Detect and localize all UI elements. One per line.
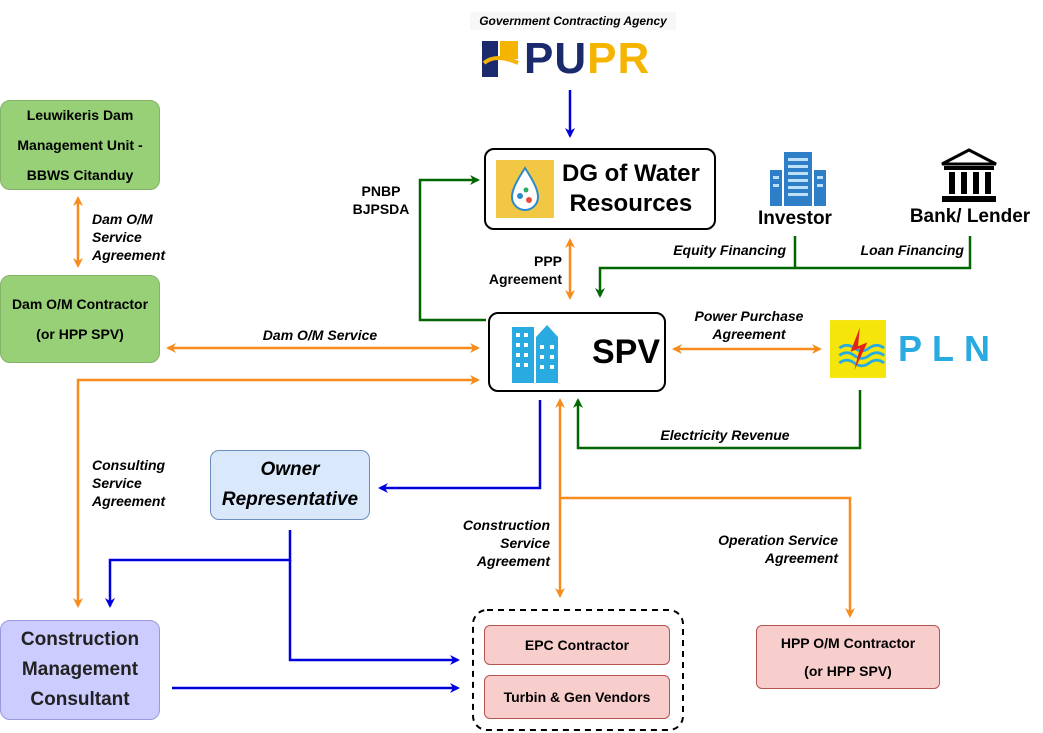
cmc-line3: Consultant xyxy=(30,689,130,710)
edge-elec-revenue xyxy=(573,390,862,450)
hpp-om-contractor-box[interactable]: HPP O/M Contractor (or HPP SPV) xyxy=(756,625,940,689)
pnbp-line1: PNBP xyxy=(361,183,401,199)
equity-financing-label: Equity Financing xyxy=(673,242,786,258)
electricity-revenue-label: Electricity Revenue xyxy=(660,427,790,443)
dam-om-service-label: Dam O/M Service xyxy=(262,327,378,343)
ppa-label: Power Purchase Agreement xyxy=(674,307,824,343)
construction-line3: Agreement xyxy=(476,553,550,569)
consulting-line1: Consulting xyxy=(92,457,166,473)
owner-rep-line1: Owner xyxy=(260,459,320,480)
building-icon xyxy=(512,325,558,383)
ppa-line2: Agreement xyxy=(712,326,786,342)
operation-line1: Operation Service xyxy=(718,532,838,548)
dam-om-line1: Dam O/M Contractor xyxy=(11,296,149,312)
dg-label: DG of Water Resources xyxy=(562,159,700,219)
edge-consulting xyxy=(73,375,480,608)
consulting-line2: Service xyxy=(92,475,142,491)
dg-line2: Resources xyxy=(569,190,693,217)
pln-logo-icon xyxy=(830,320,886,378)
cmc-line1: Construction xyxy=(20,629,140,650)
edge-owner-cmc xyxy=(105,530,292,608)
construction-line1: Construction xyxy=(462,517,550,533)
water-drop-icon xyxy=(496,160,554,218)
epc-contractor-box[interactable]: EPC Contractor xyxy=(484,625,670,665)
investor-label: Investor xyxy=(758,208,832,229)
pnbp-line2: BJPSDA xyxy=(352,201,410,217)
edge-spv-owner xyxy=(378,400,542,493)
leuwikeris-box[interactable]: Leuwikeris Dam Management Unit - BBWS Ci… xyxy=(0,100,160,190)
dam-om-sa-line3: Agreement xyxy=(92,247,166,263)
owner-representative-box[interactable]: Owner Representative xyxy=(210,450,370,520)
turbin-label: Turbin & Gen Vendors xyxy=(503,689,651,705)
edge-lender xyxy=(595,236,972,298)
leuwikeris-line1: Leuwikeris Dam xyxy=(26,107,134,123)
ppp-agreement-label: PPP Agreement xyxy=(470,252,562,288)
pupr-mark-icon xyxy=(482,41,519,77)
edge-pnbp xyxy=(418,175,486,322)
edge-owner-epc xyxy=(288,560,460,665)
consulting-line3: Agreement xyxy=(92,493,166,509)
hpp-om-line1: HPP O/M Contractor xyxy=(780,635,916,651)
bank-label: Bank/ Lender xyxy=(909,206,1031,227)
ppa-line1: Power Purchase xyxy=(694,308,804,324)
dam-om-line2: (or HPP SPV) xyxy=(36,326,124,342)
ppp-line1: PPP xyxy=(533,253,562,269)
construction-sa-label: Construction Service Agreement xyxy=(430,516,550,570)
turbin-gen-vendors-box[interactable]: Turbin & Gen Vendors xyxy=(484,675,670,719)
spv-box[interactable]: SPV xyxy=(488,312,666,392)
owner-rep-line2: Representative xyxy=(221,489,359,510)
leuwikeris-line2: Management Unit - xyxy=(17,137,143,153)
ppp-line2: Agreement xyxy=(488,271,562,287)
pnbp-label: PNBP BJPSDA xyxy=(346,182,416,218)
dg-line1: DG of Water xyxy=(562,160,700,187)
consulting-sa-label: Consulting Service Agreement xyxy=(92,456,202,510)
construction-line2: Service xyxy=(500,535,550,551)
pln-logo: PLN xyxy=(830,318,1000,380)
spv-label: SPV xyxy=(592,332,661,371)
operation-line2: Agreement xyxy=(764,550,838,566)
investor-building-icon xyxy=(770,152,826,206)
construction-management-consultant-box[interactable]: Construction Management Consultant xyxy=(0,620,160,720)
pupr-pr-text: PR xyxy=(587,34,651,83)
pupr-pu-text: PU xyxy=(524,34,588,83)
pupr-logo: PU PR xyxy=(480,34,680,84)
leuwikeris-line3: BBWS Citanduy xyxy=(26,167,134,183)
dam-om-sa-label: Dam O/M Service Agreement xyxy=(92,210,202,264)
contractor-group-border xyxy=(472,609,684,731)
loan-financing-label: Loan Financing xyxy=(860,242,964,258)
epc-label: EPC Contractor xyxy=(524,637,630,653)
bank-icon xyxy=(941,148,997,202)
dam-om-sa-line2: Service xyxy=(92,229,142,245)
dg-water-resources-box[interactable]: DG of Water Resources xyxy=(484,148,716,230)
cmc-line2: Management xyxy=(21,659,139,680)
operation-sa-label: Operation Service Agreement xyxy=(690,531,838,567)
pln-label: PLN xyxy=(898,328,1000,369)
dam-om-sa-line1: Dam O/M xyxy=(92,211,153,227)
pupr-caption: Government Contracting Agency xyxy=(470,12,676,30)
hpp-om-line2: (or HPP SPV) xyxy=(804,663,892,679)
edge-operation xyxy=(560,496,855,618)
dam-om-contractor-box[interactable]: Dam O/M Contractor (or HPP SPV) xyxy=(0,275,160,363)
